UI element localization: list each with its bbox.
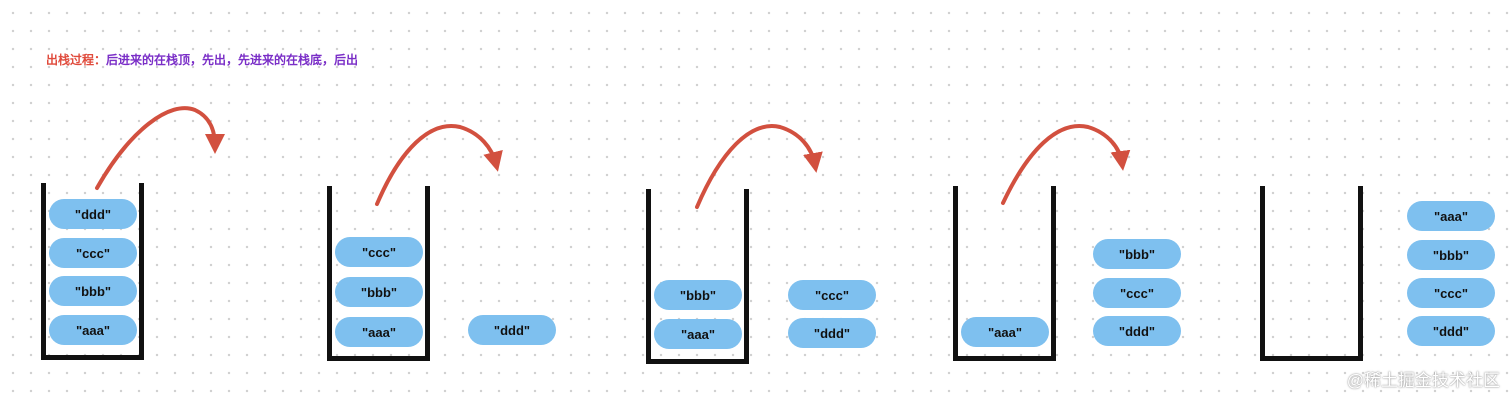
stack-right-wall bbox=[139, 183, 144, 360]
stack-bottom bbox=[41, 355, 144, 360]
stack-container-3 bbox=[646, 189, 749, 364]
stack-item: "aaa" bbox=[654, 319, 742, 349]
stack-right-wall bbox=[1358, 186, 1363, 361]
stack-left-wall bbox=[646, 189, 651, 364]
stack-right-wall bbox=[744, 189, 749, 364]
popped-item: "ccc" bbox=[1407, 278, 1495, 308]
stack-item: "bbb" bbox=[49, 276, 137, 306]
caption-text: 后进来的在栈顶，先出，先进来的在栈底，后出 bbox=[106, 53, 359, 67]
pop-arrow-1 bbox=[95, 106, 225, 190]
stack-container-1 bbox=[41, 183, 144, 360]
popped-item: "bbb" bbox=[1093, 239, 1181, 269]
stack-bottom bbox=[646, 359, 749, 364]
popped-item: "ccc" bbox=[788, 280, 876, 310]
stack-item: "aaa" bbox=[49, 315, 137, 345]
stack-item: "aaa" bbox=[961, 317, 1049, 347]
popped-item: "ddd" bbox=[1093, 316, 1181, 346]
stack-item: "ccc" bbox=[49, 238, 137, 268]
stack-container-5 bbox=[1260, 186, 1363, 361]
stack-left-wall bbox=[953, 186, 958, 361]
stack-right-wall bbox=[1051, 186, 1056, 361]
stack-item: "ddd" bbox=[49, 199, 137, 229]
popped-item: "ccc" bbox=[1093, 278, 1181, 308]
popped-item: "ddd" bbox=[468, 315, 556, 345]
caption: 出栈过程：后进来的在栈顶，先出，先进来的在栈底，后出 bbox=[46, 51, 358, 68]
caption-prefix: 出栈过程： bbox=[46, 53, 107, 67]
stack-bottom bbox=[327, 356, 430, 361]
stack-item: "bbb" bbox=[654, 280, 742, 310]
stack-bottom bbox=[1260, 356, 1363, 361]
stack-item: "aaa" bbox=[335, 317, 423, 347]
popped-item: "ddd" bbox=[788, 318, 876, 348]
stack-container-2 bbox=[327, 186, 430, 361]
popped-item: "ddd" bbox=[1407, 316, 1495, 346]
stack-bottom bbox=[953, 356, 1056, 361]
pop-arrow-2 bbox=[375, 124, 503, 206]
pop-arrow-4 bbox=[1001, 124, 1131, 205]
stack-left-wall bbox=[1260, 186, 1265, 361]
stack-item: "bbb" bbox=[335, 277, 423, 307]
watermark: @稀土掘金技术社区 bbox=[1346, 371, 1500, 390]
stack-left-wall bbox=[327, 186, 332, 361]
pop-arrow-3 bbox=[695, 124, 823, 209]
stack-right-wall bbox=[425, 186, 430, 361]
stack-left-wall bbox=[41, 183, 46, 360]
stack-item: "ccc" bbox=[335, 237, 423, 267]
popped-item: "bbb" bbox=[1407, 240, 1495, 270]
popped-item: "aaa" bbox=[1407, 201, 1495, 231]
stack-container-4 bbox=[953, 186, 1056, 361]
